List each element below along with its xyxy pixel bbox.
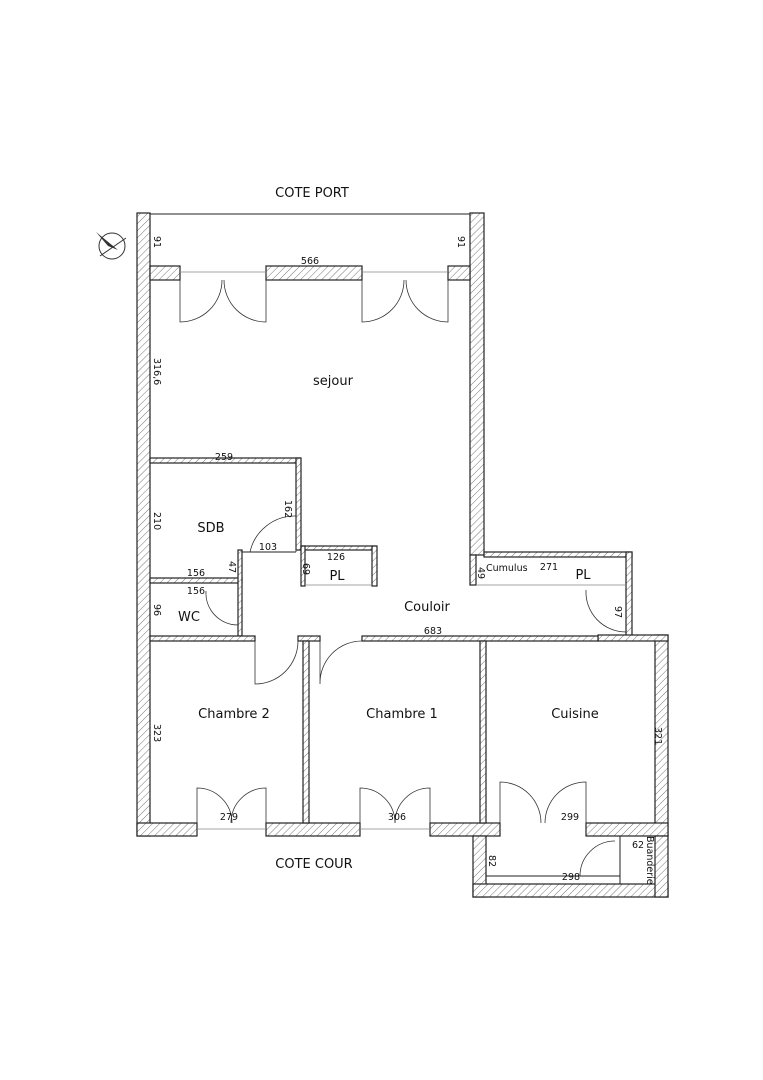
door-swings <box>179 279 627 877</box>
dim-wc-height: 96 <box>151 604 162 616</box>
dim-chambre1-width: 306 <box>388 812 406 823</box>
dim-step-47: 47 <box>226 561 237 573</box>
dim-sdb-door: 103 <box>259 542 277 553</box>
dim-pl-left-depth: 69 <box>300 563 311 575</box>
dim-pl-left-width: 126 <box>327 552 345 563</box>
dim-chambre2-height: 323 <box>151 724 162 742</box>
dim-buanderie-small: 62 <box>632 840 644 851</box>
dim-sejour-height: 316,6 <box>151 358 162 385</box>
dim-wc-top-a: 156 <box>187 568 205 579</box>
dim-balcony-left: 91 <box>151 236 162 248</box>
dim-sdb-inner: 162 <box>282 500 293 518</box>
dim-chambre2-width: 279 <box>220 812 238 823</box>
room-couloir: Couloir <box>404 600 450 615</box>
dim-wc-top-b: 156 <box>187 586 205 597</box>
dimensions: 91 91 566 316,6 259 210 162 103 47 126 6… <box>151 236 663 883</box>
dim-balcony-right: 91 <box>455 236 466 248</box>
room-chambre-1: Chambre 1 <box>366 707 438 722</box>
room-pl-left: PL <box>329 569 345 584</box>
walls <box>136 212 669 898</box>
dim-pl-right-width: 271 <box>540 562 558 573</box>
room-chambre-2: Chambre 2 <box>198 707 270 722</box>
label-cumulus: Cumulus <box>486 563 528 574</box>
room-wc: WC <box>178 610 200 625</box>
room-buanderie: Buanderie <box>644 836 655 885</box>
side-label-bottom: COTE COUR <box>275 857 352 872</box>
dim-couloir-door: 97 <box>612 606 623 618</box>
room-sejour: sejour <box>313 374 354 389</box>
dim-couloir-length: 683 <box>424 626 442 637</box>
dim-buanderie-depth: 82 <box>486 855 497 867</box>
dim-cuisine-height: 321 <box>652 727 663 745</box>
dim-buanderie-width: 298 <box>562 872 580 883</box>
dim-sdb-height: 210 <box>151 512 162 530</box>
dim-cuisine-width: 299 <box>561 812 579 823</box>
dim-cumulus-depth: 49 <box>475 567 486 579</box>
room-sdb: SDB <box>197 521 224 536</box>
room-cuisine: Cuisine <box>551 707 599 722</box>
dim-balcony-width: 566 <box>301 256 319 267</box>
north-arrow-icon <box>96 232 127 260</box>
side-label-top: COTE PORT <box>275 186 349 201</box>
room-pl-right: PL <box>575 568 591 583</box>
dim-sdb-width: 259 <box>215 452 233 463</box>
